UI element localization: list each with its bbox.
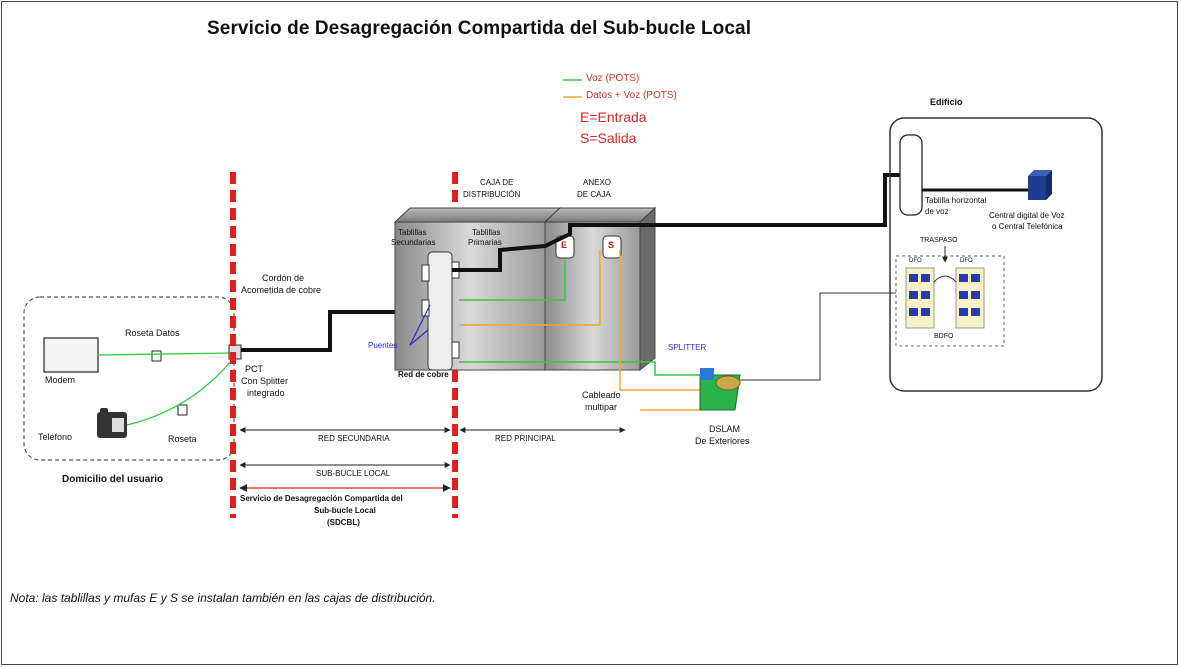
red-cobre-label: Red de cobre xyxy=(398,370,449,379)
voice-to-dslam xyxy=(459,361,700,376)
tablilla-horizontal-1: Tablilla horizontal xyxy=(925,196,987,205)
footnote: Nota: las tablillas y mufas E y S se ins… xyxy=(10,591,436,605)
cordon-label-2: Acometida de cobre xyxy=(241,285,322,295)
anexo-title-2: DE CAJA xyxy=(577,190,611,199)
legend-voz: Voz (POTS) xyxy=(586,73,640,84)
anexo-title-1: ANEXO xyxy=(583,178,612,187)
pct-label-1: PCT xyxy=(245,364,263,374)
diagram-title: Servicio de Desagregación Compartida del… xyxy=(207,18,752,39)
splitter-label: SPLITTER xyxy=(668,343,707,352)
legend-entrada: E=Entrada xyxy=(580,109,647,125)
central-telefonica-icon xyxy=(1028,170,1052,200)
copper-drop-cable xyxy=(241,310,428,352)
dfo-left-label: DFO xyxy=(909,258,922,264)
roseta-label: Roseta xyxy=(168,434,197,444)
caja-title-1: CAJA DE xyxy=(480,178,514,187)
telephone-icon xyxy=(97,408,127,438)
user-home-title: Domicilio del usuario xyxy=(62,474,164,485)
sub-bucle-label: SUB-BUCLE LOCAL xyxy=(316,469,391,478)
roseta-datos-socket xyxy=(151,350,162,362)
cableado-label-2: multipar xyxy=(585,402,618,412)
bdfo-label: BDFO xyxy=(934,333,954,340)
edificio-title: Edificio xyxy=(930,97,963,107)
dslam-device xyxy=(699,368,741,411)
main-copper-cable xyxy=(452,173,900,272)
sdcbl-label-2: Sub-bucle Local xyxy=(314,506,376,515)
data-voice-path xyxy=(459,250,601,326)
roseta-socket xyxy=(177,404,188,416)
traspaso-label: TRASPASO xyxy=(920,237,958,244)
building-box xyxy=(889,117,1103,392)
tablilla-horizontal-2: de voz xyxy=(925,207,949,216)
dslam-label-2: De Exteriores xyxy=(695,436,750,446)
phone-voice-line xyxy=(126,359,233,426)
mufa-s xyxy=(602,235,622,259)
red-principal-label: RED PRINCIPAL xyxy=(495,434,556,443)
cableado-label-1: Cableado xyxy=(582,390,621,400)
sdcbl-label-1: Servicio de Desagregación Compartida del xyxy=(240,494,403,503)
mufa-s-label: S xyxy=(608,240,615,250)
tablillas-pri-1: Tablillas xyxy=(472,228,501,237)
pct-label-3: integrado xyxy=(247,388,285,398)
mufa-e-label: E xyxy=(561,240,568,250)
tablilla-horizontal xyxy=(899,134,923,216)
legend-datos-voz: Datos + Voz (POTS) xyxy=(586,90,677,101)
dslam-label-1: DSLAM xyxy=(709,424,741,434)
central-label-1: Central digital de Voz xyxy=(989,211,1065,220)
cordon-label-1: Cordón de xyxy=(262,273,305,283)
pct-label-2: Con Splitter xyxy=(241,376,289,386)
roseta-datos-label: Roseta Datos xyxy=(125,328,180,338)
modem-label: Modem xyxy=(45,375,76,385)
telefono-label: Teléfono xyxy=(38,432,73,442)
dslam-uplink xyxy=(740,292,896,381)
central-label-2: o Central Telefónica xyxy=(992,222,1063,231)
caja-title-2: DISTRIBUCIÓN xyxy=(463,190,521,199)
data-from-dslam xyxy=(619,250,700,391)
tablillas-pri-2: Primarias xyxy=(468,238,502,247)
legend-salida: S=Salida xyxy=(580,130,637,146)
tablillas-sec-1: Tablillas xyxy=(398,228,427,237)
bdfo-box xyxy=(895,255,1005,347)
tablillas-sec-2: Secundarias xyxy=(391,238,436,247)
modem-device xyxy=(43,337,99,373)
sdcbl-label-3: (SDCBL) xyxy=(327,518,360,527)
modem-data-line xyxy=(97,352,233,356)
tablillas-panel xyxy=(427,251,453,371)
dfo-right-label: DFO xyxy=(960,258,973,264)
red-secundaria-label: RED SECUNDARIA xyxy=(318,434,390,443)
puentes-label: Puentes xyxy=(368,341,398,350)
voice-path xyxy=(459,260,566,301)
